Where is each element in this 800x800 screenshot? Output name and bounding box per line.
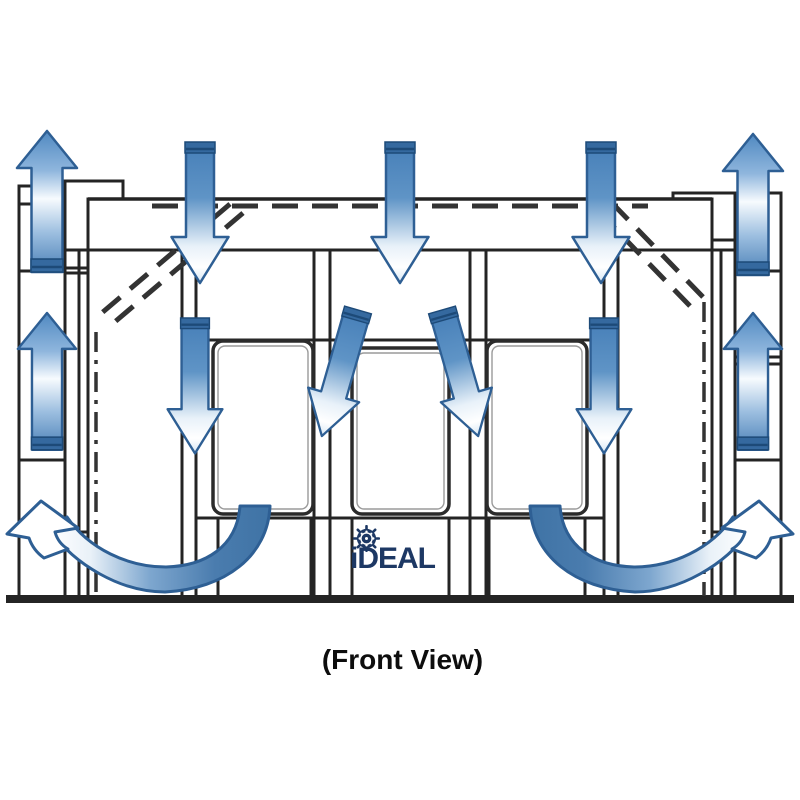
door-window-left	[211, 339, 315, 516]
brand-logo-text: iDEAL	[350, 542, 436, 575]
exhaust-arrow-up-left-mid	[16, 311, 78, 451]
exhaust-arrow-up-right-top	[721, 132, 785, 277]
brand-logo: iDEAL	[349, 523, 459, 577]
intake-arrow-down-center	[370, 140, 430, 285]
door-window-center	[350, 346, 451, 516]
gear-icon	[353, 525, 380, 552]
caption-front-view: (Front View)	[321, 644, 484, 675]
booth-floor	[6, 595, 794, 603]
exhaust-arrow-up-right-mid	[722, 311, 784, 451]
door-window-right	[485, 339, 589, 516]
